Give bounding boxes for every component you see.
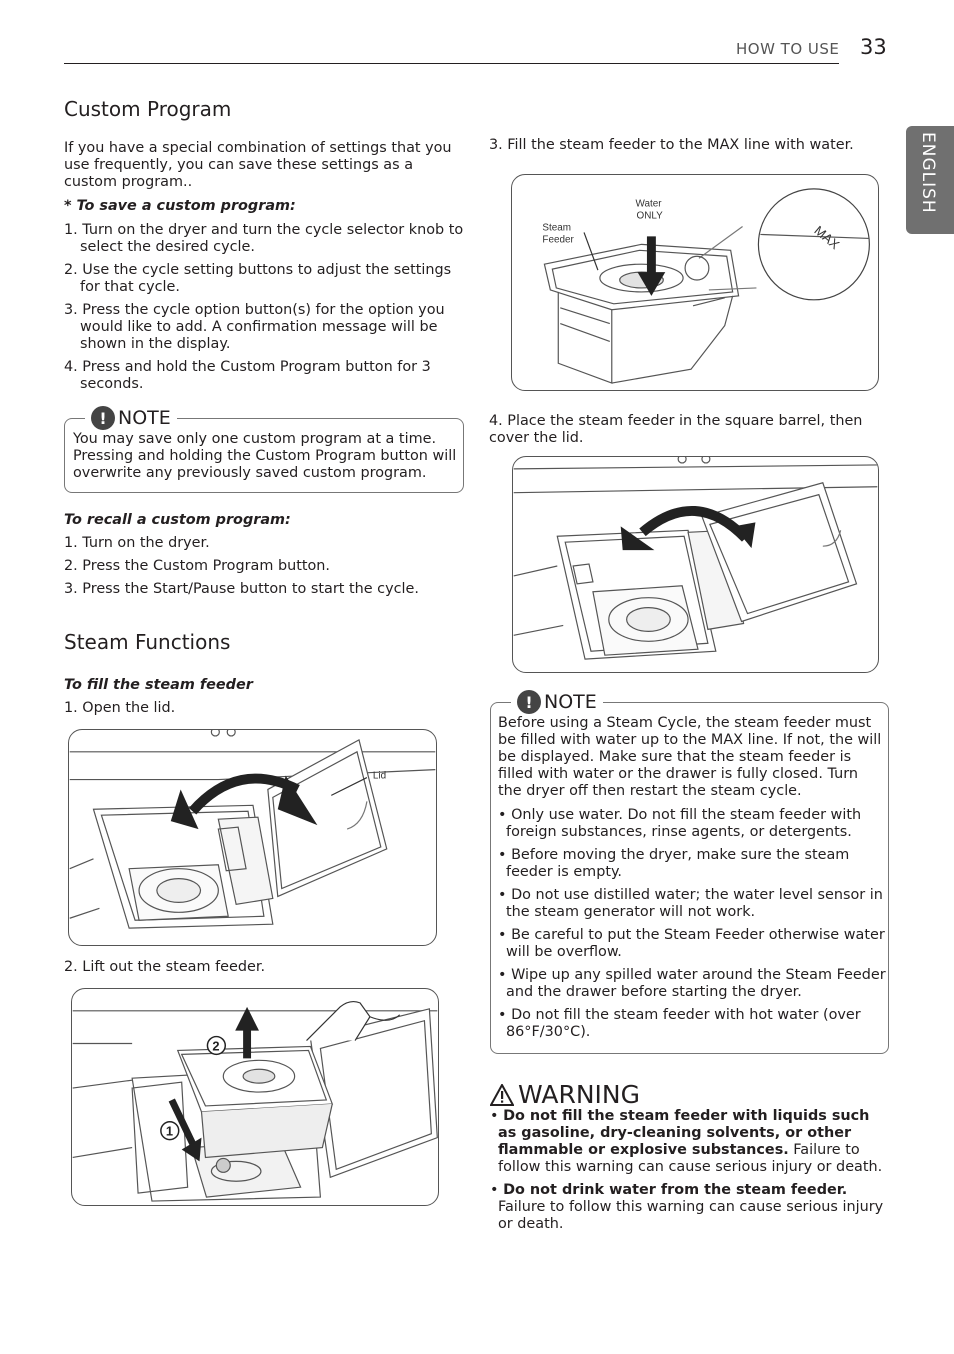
recall-program-heading: To recall a custom program: xyxy=(64,512,291,528)
step-open-lid: 1. Open the lid. xyxy=(64,700,176,716)
language-tab-label: ENGLISH xyxy=(918,132,938,214)
water-only-label-line1: Water xyxy=(636,199,663,210)
steam-note: ! NOTE Before using a Steam Cycle, the s… xyxy=(490,690,889,1054)
note-text: You may save only one custom program at … xyxy=(73,431,457,481)
warning-bold: Do not drink water from the steam feeder… xyxy=(503,1182,848,1198)
list-item: 3. Press the Start/Pause button to start… xyxy=(64,581,419,597)
custom-program-title: Custom Program xyxy=(64,97,232,121)
steam-feeder-label-line1: Steam xyxy=(542,222,571,233)
list-item: • Do not drink water from the steam feed… xyxy=(490,1182,884,1232)
save-steps-list: 1. Turn on the dryer and turn the cycle … xyxy=(64,222,466,399)
step-place-feeder: 4. Place the steam feeder in the square … xyxy=(489,413,863,446)
language-tab: ENGLISH xyxy=(906,126,954,234)
list-item: 1. Turn on the dryer. xyxy=(64,535,210,551)
exclamation-icon: ! xyxy=(517,690,541,714)
exclamation-icon: ! xyxy=(91,406,115,430)
header-rule xyxy=(64,63,839,64)
list-item: • Do not use distilled water; the water … xyxy=(498,887,883,920)
list-item: • Wipe up any spilled water around the S… xyxy=(498,967,886,1000)
list-item: • Do not fill the steam feeder with liqu… xyxy=(490,1108,883,1175)
step-fill-max: 3. Fill the steam feeder to the MAX line… xyxy=(489,137,854,153)
steam-note-bullets: • Only use water. Do not fill the steam … xyxy=(498,807,886,1047)
lift-feeder-illustration: 2 1 xyxy=(71,988,439,1206)
list-item: 4. Press and hold the Custom Program but… xyxy=(64,359,431,392)
list-item: • Be careful to put the Steam Feeder oth… xyxy=(498,927,885,960)
warning-bold: Do not fill the steam feeder with liquid… xyxy=(498,1108,870,1158)
steam-note-text: Before using a Steam Cycle, the steam fe… xyxy=(498,715,882,799)
header-section-label: HOW TO USE xyxy=(736,40,840,58)
list-item: • Do not fill the steam feeder with hot … xyxy=(498,1007,861,1040)
note-header: ! NOTE xyxy=(85,406,177,430)
recall-steps-list: 1. Turn on the dryer. 2. Press the Custo… xyxy=(64,535,466,604)
list-item: 2. Use the cycle setting buttons to adju… xyxy=(64,262,452,295)
fill-steam-feeder-heading: To fill the steam feeder xyxy=(64,677,253,693)
save-program-heading: * To save a custom program: xyxy=(64,198,296,214)
warning-triangle-icon xyxy=(490,1083,514,1106)
open-lid-illustration: Lid xyxy=(68,729,437,946)
fill-max-illustration: Steam Feeder Water ONLY MAX xyxy=(511,174,879,391)
warning-list: • Do not fill the steam feeder with liqu… xyxy=(490,1108,892,1239)
marker-1: 1 xyxy=(166,1124,173,1139)
note-title: NOTE xyxy=(544,691,597,713)
note-title: NOTE xyxy=(118,407,171,429)
note-header: ! NOTE xyxy=(511,690,603,714)
list-item: 3. Press the cycle option button(s) for … xyxy=(64,302,445,352)
warning-header: WARNING xyxy=(490,1080,640,1109)
custom-program-intro: If you have a special combination of set… xyxy=(64,140,452,190)
warning-title: WARNING xyxy=(518,1080,640,1109)
list-item: 2. Press the Custom Program button. xyxy=(64,558,330,574)
page-number: 33 xyxy=(860,35,887,59)
steam-feeder-label-line2: Feeder xyxy=(542,234,574,245)
lid-label: Lid xyxy=(373,771,386,782)
cover-lid-illustration xyxy=(512,456,879,673)
marker-2: 2 xyxy=(212,1038,219,1053)
warning-text: Failure to follow this warning can cause… xyxy=(498,1199,884,1232)
list-item: 1. Turn on the dryer and turn the cycle … xyxy=(64,222,464,255)
step-lift-feeder: 2. Lift out the steam feeder. xyxy=(64,959,266,975)
water-only-label-line2: ONLY xyxy=(637,211,664,222)
custom-program-note: ! NOTE You may save only one custom prog… xyxy=(64,406,464,493)
list-item: • Before moving the dryer, make sure the… xyxy=(498,847,850,880)
warning-text: Failure to follow this warning can cause… xyxy=(498,1142,883,1175)
steam-functions-title: Steam Functions xyxy=(64,630,231,654)
list-item: • Only use water. Do not fill the steam … xyxy=(498,807,862,840)
